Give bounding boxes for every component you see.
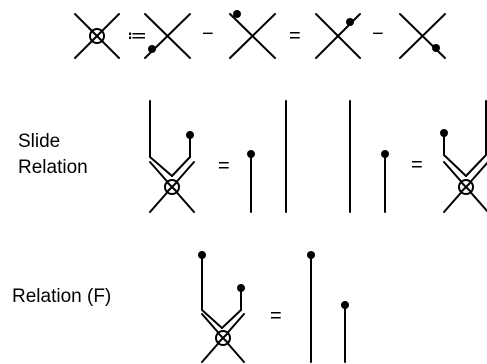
minus-symbol-2: − xyxy=(372,23,384,45)
slide-strand-with-endpoint xyxy=(247,150,255,213)
slide-strand-with-endpoint-right xyxy=(381,150,389,213)
minus-symbol: − xyxy=(202,23,214,45)
relation-f-tall-strand xyxy=(307,251,315,363)
crossing-dot-upper-left xyxy=(229,10,276,59)
crossing-dot-lower-left xyxy=(144,13,191,59)
assign-symbol: ≔ xyxy=(127,25,147,47)
slide-label-line1: Slide xyxy=(18,131,61,152)
slide-equals-left: = xyxy=(218,155,230,177)
relation-f-equals: = xyxy=(270,305,282,327)
relation-f-short-strand xyxy=(341,301,349,363)
crossing-dot-upper-right xyxy=(315,13,361,59)
relation-f-label: Relation (F) xyxy=(12,286,112,307)
virtual-crossing-diagram xyxy=(74,13,120,59)
slide-equals-right: = xyxy=(411,154,423,176)
slide-right-diagram xyxy=(440,100,487,213)
equals-symbol: = xyxy=(289,25,301,47)
crossing-dot-lower-right xyxy=(399,13,446,59)
relation-f-left-diagram xyxy=(198,251,245,363)
slide-label-line2: Relation xyxy=(18,157,88,178)
slide-left-diagram xyxy=(149,100,195,213)
